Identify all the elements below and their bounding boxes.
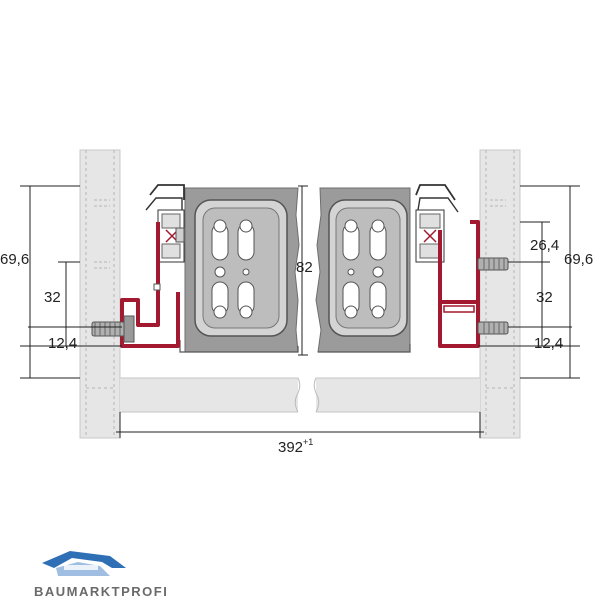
right-mid-label: 32 [536,289,553,306]
left-drawer-profile [179,187,300,353]
left-dimension-lines [20,185,122,379]
right-screw-bottom [477,321,509,335]
logo-text: BAUMARKTPROFI [34,584,168,599]
left-mid-label: 32 [44,289,61,306]
right-screw-top [477,257,509,271]
right-cabinet-side [479,149,521,439]
left-bracket [120,222,180,348]
center-height-dimension [298,185,308,356]
right-total-height-label: 69,6 [564,251,593,268]
right-bracket [438,220,480,348]
baumarktprofi-logo: BAUMARKTPROFI [34,551,168,599]
right-dimension-lines [478,185,580,379]
left-runner-mechanism [145,184,185,263]
drawer-bottom [120,377,480,413]
left-screw [91,315,135,343]
right-runner-mechanism [415,184,459,263]
left-total-height-label: 69,6 [0,251,29,268]
width-dimension [116,412,484,438]
width-value: 392 [278,439,303,456]
center-height-label: 82 [296,259,313,276]
logo-roof-icon [42,551,126,568]
right-top-label: 26,4 [530,237,559,254]
width-tolerance: +1 [303,437,313,447]
width-label: 392+1 [278,437,313,456]
left-cabinet-side [79,149,121,439]
right-drawer-profile [315,187,411,353]
right-bottom-label: 12,4 [534,335,563,352]
left-bottom-label: 12,4 [48,335,77,352]
